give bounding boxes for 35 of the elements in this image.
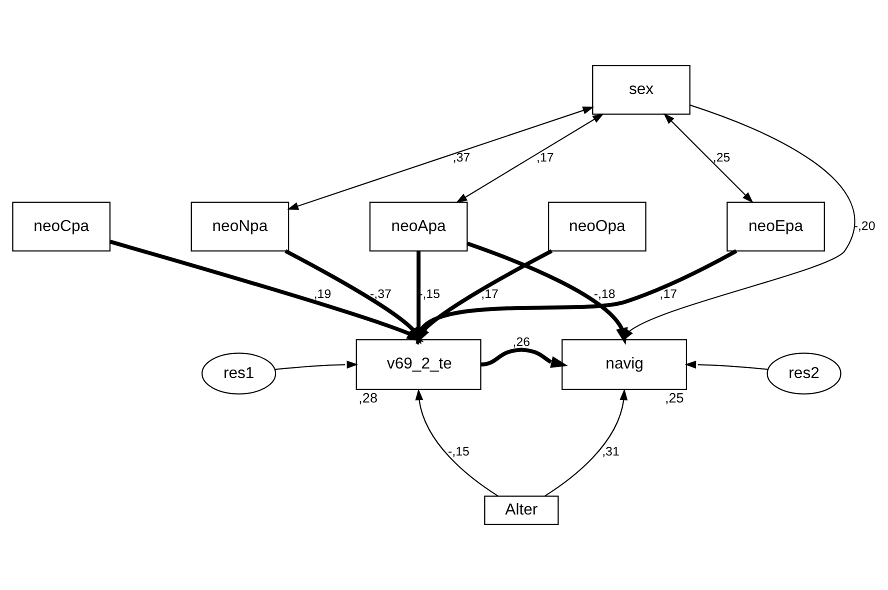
node-box: neoNpa	[190, 202, 290, 252]
edge-label: ,17	[660, 287, 678, 302]
edge-label: -,20	[854, 218, 876, 233]
arrow	[663, 113, 754, 204]
node-box: neoOpa	[548, 202, 646, 252]
edge-label: -,15	[448, 444, 470, 458]
edge-label: ,19	[314, 287, 332, 302]
node-box: neoApa	[369, 202, 468, 252]
edge-label: -,18	[594, 287, 616, 302]
edge-label: -,15	[418, 287, 440, 302]
arrow	[456, 114, 604, 203]
node-box: Alter	[484, 496, 559, 526]
arrow	[466, 242, 628, 345]
edge-label: -,37	[370, 287, 392, 302]
edge-label: ,37	[452, 150, 470, 164]
node-label: ,28	[358, 390, 378, 406]
node-ellipse: res1	[202, 352, 276, 394]
node-box: neoCpa	[12, 202, 111, 252]
arrow	[544, 388, 628, 497]
edge-label: ,17	[536, 150, 554, 164]
arrow	[415, 388, 498, 497]
arrow	[287, 106, 594, 210]
edge-label: ,26	[512, 335, 530, 350]
edge-label: ,31	[602, 444, 620, 458]
node-box: sex	[592, 64, 690, 115]
arrow	[684, 360, 768, 370]
node-box: navig	[562, 339, 688, 390]
node-ellipse: res2	[766, 352, 842, 394]
arrow	[480, 348, 568, 368]
node-label: ,25	[665, 390, 684, 406]
node-box: neoEpa	[726, 202, 825, 252]
node-box: v69_2_te	[356, 339, 482, 390]
edge-label: ,17	[481, 287, 498, 302]
arrow	[275, 360, 358, 370]
edge-label: ,25	[712, 150, 730, 164]
